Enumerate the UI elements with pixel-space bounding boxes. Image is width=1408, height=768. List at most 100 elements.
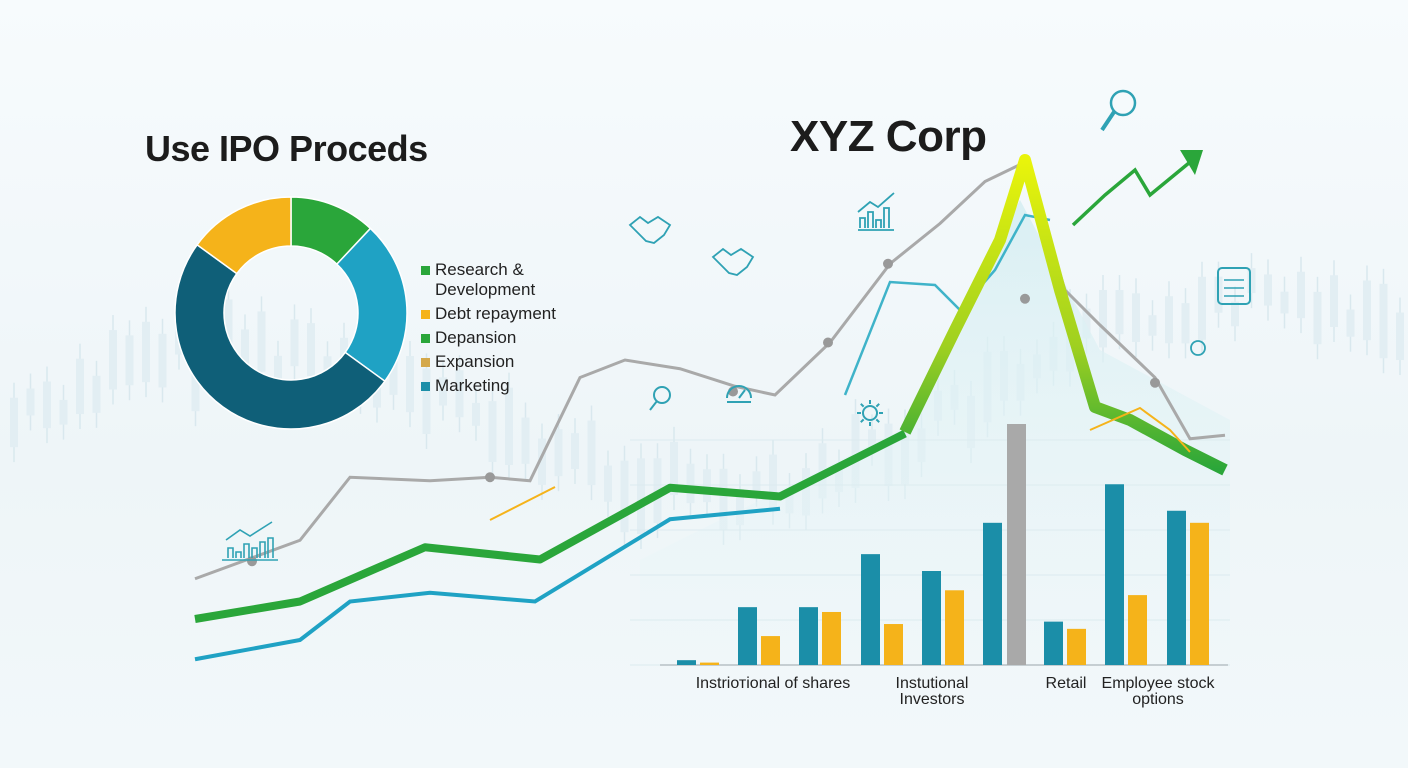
legend-item: Marketing	[421, 376, 591, 396]
line-gray-dot	[1150, 377, 1160, 388]
candle-body	[1346, 309, 1355, 337]
line-orange-small	[1089, 406, 1191, 453]
legend-label: Depansion	[435, 328, 517, 347]
candle-body	[76, 358, 84, 415]
candle-body	[472, 402, 480, 426]
legend-item: Research & Development	[421, 260, 591, 300]
gear-tooth	[860, 403, 865, 408]
candle-body	[290, 319, 299, 367]
candle-body	[1132, 293, 1140, 343]
bar-teal	[922, 571, 941, 665]
candle-body	[307, 323, 315, 376]
candle-body	[1181, 303, 1190, 344]
legend-swatch	[421, 310, 430, 319]
candle-body	[1264, 274, 1272, 306]
trend-arrow-icon	[1180, 150, 1203, 175]
donut-slice	[196, 196, 292, 275]
candle-body	[422, 368, 431, 434]
candle-body	[26, 388, 35, 416]
line-gray-dot	[823, 337, 833, 348]
line-peak	[899, 154, 1228, 476]
candle-body	[109, 330, 117, 390]
candle-body	[1198, 276, 1206, 340]
peak-area	[640, 200, 1230, 665]
chart-title: XYZ Corp	[790, 112, 987, 161]
decor-icons	[222, 89, 1251, 561]
bar-teal	[1044, 621, 1063, 665]
magnifier-handle	[649, 400, 658, 411]
candle-body	[554, 429, 563, 477]
bar-chart	[660, 424, 1228, 666]
candle-body	[92, 375, 101, 413]
bar-growth-icon	[857, 192, 895, 231]
candle-body	[439, 377, 447, 406]
line-gray-dot	[485, 472, 495, 483]
candle-body	[59, 399, 68, 425]
candle-body	[571, 433, 579, 469]
bar-orange	[822, 611, 841, 665]
rising-bars-icon	[222, 521, 278, 561]
donut-slice	[174, 243, 386, 430]
candle-body	[1231, 301, 1239, 327]
magnifier-icon	[653, 386, 671, 404]
candle-body	[505, 387, 513, 465]
candle-body	[604, 465, 612, 502]
legend-swatch	[421, 266, 430, 275]
legend-item: Expansion	[421, 352, 591, 372]
legend-item: Debt repayment	[421, 304, 591, 324]
candle-body	[1247, 268, 1256, 294]
candle-body	[274, 355, 282, 387]
line-orange-small	[489, 486, 556, 521]
bar-orange	[1128, 595, 1147, 665]
candle-body	[1280, 291, 1289, 314]
line-green	[194, 429, 907, 623]
candle-body	[241, 329, 249, 375]
candle-body	[1396, 312, 1404, 361]
candle-body	[769, 454, 777, 510]
bar-teal	[983, 522, 1002, 665]
magnifier-icon	[1109, 89, 1137, 117]
candle-body	[158, 333, 167, 388]
candle-body	[736, 489, 744, 526]
candle-body	[587, 420, 596, 486]
legend-swatch	[421, 382, 430, 391]
candle-body	[1379, 283, 1388, 359]
bar-orange	[1190, 522, 1209, 665]
candle-body	[455, 370, 464, 418]
line-gray-dot	[883, 258, 893, 269]
gear-tooth	[875, 418, 880, 423]
line-gray-dot	[1020, 293, 1030, 304]
bar-category-label: Retail	[1045, 675, 1087, 692]
candle-body	[1165, 296, 1173, 344]
candle-body	[686, 463, 695, 504]
candle-body	[752, 471, 761, 492]
candle-body	[851, 414, 860, 488]
bar-orange	[1067, 628, 1086, 665]
candle-body	[1099, 290, 1107, 348]
candle-body	[620, 460, 629, 533]
handshake-icon	[711, 247, 755, 276]
bar-teal	[799, 607, 818, 665]
bar-teal	[738, 607, 757, 665]
candle-body	[719, 468, 728, 530]
line-gray-dot	[247, 556, 257, 567]
bar-teal	[861, 554, 880, 665]
line-teal	[194, 506, 781, 662]
bar-category-label: Instutional Investors	[895, 675, 969, 708]
gear-tooth	[860, 418, 865, 423]
donut-chart	[174, 196, 408, 430]
candle-body	[1082, 308, 1091, 339]
legend-label: Research & Development	[435, 260, 536, 299]
donut-title: Use IPO Proceds	[145, 128, 428, 169]
candle-body	[521, 417, 530, 464]
candle-body	[538, 438, 546, 485]
handshake-icon	[628, 215, 672, 244]
line-chart	[194, 150, 1228, 662]
legend-swatch	[421, 334, 430, 343]
legend-label: Expansion	[435, 352, 515, 371]
legend-label: Marketing	[435, 376, 510, 395]
line-gray	[194, 160, 1226, 581]
bar-orange	[945, 590, 964, 665]
candle-body	[43, 381, 51, 429]
